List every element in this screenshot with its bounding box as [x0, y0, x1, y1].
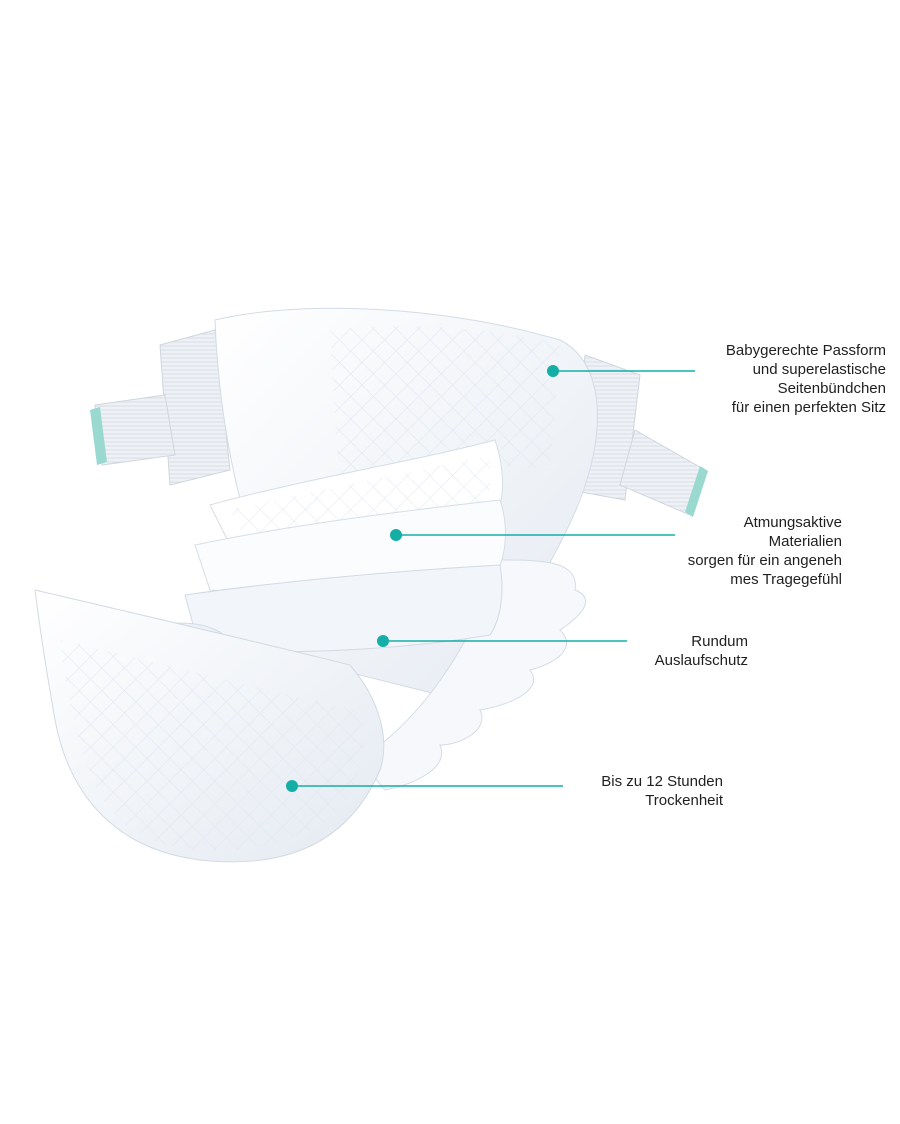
callout-text-line: Atmungsaktive — [743, 514, 842, 531]
callout-dry-label: Bis zu 12 Stunden Trockenheit — [601, 772, 723, 810]
left-tab-mint-edge — [90, 407, 107, 465]
callout-text-line: und superelastische — [752, 361, 886, 378]
callout-text-line: Babygerechte Passform — [725, 342, 886, 359]
callout-text-line: Materialien — [768, 533, 842, 550]
callout-dot-breathable — [390, 529, 402, 541]
callout-dot-fit — [547, 365, 559, 377]
callout-leak-label: Rundum Auslaufschutz — [655, 632, 748, 670]
left-side-tab — [90, 329, 231, 486]
callout-text-line: Seitenbündchen — [777, 380, 886, 397]
callout-text-line: sorgen für ein angeneh — [687, 552, 842, 569]
callout-text-line: für einen perfekten Sitz — [731, 399, 886, 416]
callout-dot-dry — [286, 780, 298, 792]
callout-text-line: Rundum — [691, 633, 748, 650]
callout-pointers — [286, 365, 695, 792]
callout-breathable-label: Atmungsaktive Materialien sorgen für ein… — [688, 513, 842, 589]
callout-fit-label: Babygerechte Passform und superelastisch… — [726, 341, 886, 417]
callout-text-line: mes Tragegefühl — [730, 571, 842, 588]
callout-text-line: Bis zu 12 Stunden — [601, 773, 723, 790]
callout-dot-leak — [377, 635, 389, 647]
diaper-front-panel — [34, 589, 385, 863]
callout-text-line: Auslaufschutz — [654, 652, 748, 669]
callout-text-line: Trockenheit — [645, 792, 723, 809]
right-tab-mint-edge — [685, 466, 708, 517]
